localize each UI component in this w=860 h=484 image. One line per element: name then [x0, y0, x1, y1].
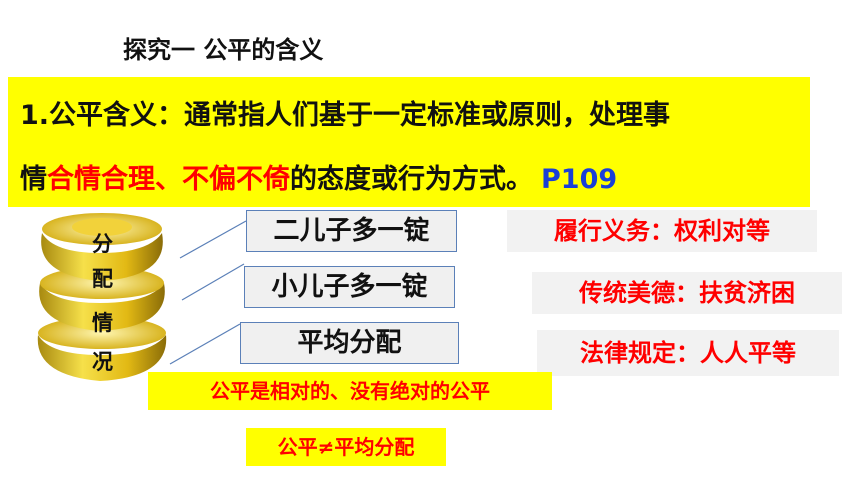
reason-obligation: 履行义务：权利对等	[507, 210, 817, 252]
emphasis-text: 不偏不倚	[182, 164, 290, 195]
option-second-son: 二儿子多一锭	[246, 210, 457, 252]
vertical-label-char: 况	[92, 350, 113, 374]
definition-box: 1.公平含义：通常指人们基于一定标准或原则，处理事 情合情合理、不偏不倚的态度或…	[8, 77, 810, 207]
page-reference: P109	[541, 164, 618, 195]
emphasis-text: 合情合理	[47, 164, 155, 195]
vertical-label-char: 分	[92, 232, 113, 256]
reason-law: 法律规定：人人平等	[537, 330, 839, 376]
gold-ingots-image	[37, 213, 167, 381]
section-title: 探究一 公平的含义	[123, 36, 324, 64]
reason-tradition: 传统美德：扶贫济困	[532, 272, 842, 314]
option-youngest-son: 小儿子多一锭	[244, 266, 455, 308]
definition-text: 情	[20, 164, 47, 195]
conclusion-not-equal: 公平≠平均分配	[246, 428, 446, 466]
definition-line-1: 1.公平含义：通常指人们基于一定标准或原则，处理事	[20, 100, 671, 131]
vertical-label-char: 情	[92, 311, 113, 335]
vertical-label-char: 配	[92, 267, 113, 291]
definition-line-2: 情合情合理、不偏不倚的态度或行为方式。 P109	[20, 157, 617, 196]
conclusion-relative-fairness: 公平是相对的、没有绝对的公平	[148, 372, 552, 410]
option-equal-split: 平均分配	[240, 322, 459, 364]
emphasis-separator: 、	[155, 164, 182, 195]
definition-text: 的态度或行为方式。	[290, 164, 533, 195]
